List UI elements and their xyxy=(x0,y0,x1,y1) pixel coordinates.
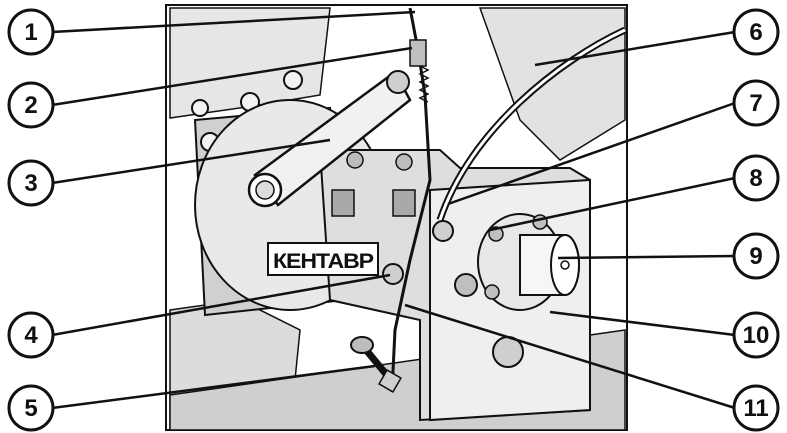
leader-line-8 xyxy=(489,176,736,232)
callout-4-number: 4 xyxy=(24,322,38,349)
leader-line-10 xyxy=(549,310,736,337)
leader-line-9 xyxy=(557,254,736,260)
callout-10-number: 10 xyxy=(743,322,770,349)
throttle-cable xyxy=(390,7,432,393)
callout-6: 6 xyxy=(732,8,780,56)
callout-4: 4 xyxy=(7,311,55,359)
pto-shaft-assembly xyxy=(454,213,580,368)
cable-clamp-nut xyxy=(382,263,404,285)
upper-cable-nut xyxy=(432,220,454,242)
adjuster-bolt xyxy=(350,336,402,393)
return-spring xyxy=(418,65,430,103)
callout-3-number: 3 xyxy=(24,170,37,197)
callout-8: 8 xyxy=(732,154,780,202)
leader-line-1 xyxy=(51,10,416,34)
callout-5-number: 5 xyxy=(24,395,37,422)
callout-7: 7 xyxy=(732,79,780,127)
leader-lines xyxy=(51,10,736,410)
callout-11: 11 xyxy=(732,384,780,432)
leader-line-6 xyxy=(534,30,736,67)
callout-6-number: 6 xyxy=(749,19,762,46)
callout-2: 2 xyxy=(7,81,55,129)
callout-9-number: 9 xyxy=(749,243,762,270)
callout-2-number: 2 xyxy=(24,92,37,119)
callout-1: 1 xyxy=(7,8,55,56)
upper-cable xyxy=(436,26,627,222)
brand-logo: КЕНТАВР xyxy=(267,242,379,276)
leader-line-11 xyxy=(404,303,736,410)
lever-arm xyxy=(247,70,412,208)
callout-5: 5 xyxy=(7,384,55,432)
leader-line-2 xyxy=(51,46,413,107)
callout-8-number: 8 xyxy=(749,165,762,192)
leader-line-4 xyxy=(51,273,391,337)
callout-10: 10 xyxy=(732,311,780,359)
callout-9: 9 xyxy=(732,232,780,280)
callout-1-number: 1 xyxy=(24,19,37,46)
callout-3: 3 xyxy=(7,159,55,207)
callout-11-number: 11 xyxy=(743,395,768,422)
leader-line-7 xyxy=(447,101,736,206)
leader-line-5 xyxy=(51,364,376,410)
leader-line-3 xyxy=(51,138,331,185)
callout-7-number: 7 xyxy=(749,90,762,117)
brand-logo-text: КЕНТАВР xyxy=(273,250,374,273)
